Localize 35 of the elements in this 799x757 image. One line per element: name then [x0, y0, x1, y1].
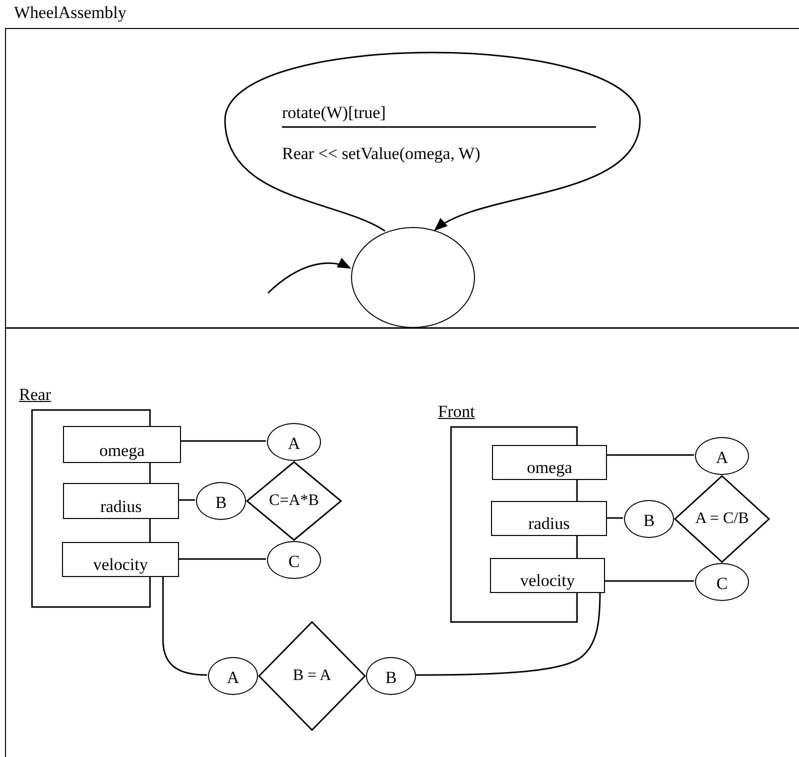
constraint-label: A = C/B [695, 510, 749, 528]
connector-line [606, 517, 623, 519]
connector-line [178, 499, 195, 501]
attribute-box: omega [492, 445, 607, 480]
port-ellipse: B [196, 482, 246, 520]
constraint-diamond [246, 461, 342, 541]
constraint-diamond [258, 621, 366, 731]
transition-arrow [224, 52, 641, 232]
attribute-box: radius [63, 483, 179, 519]
constraint-label: B = A [292, 667, 332, 685]
connector-line [180, 440, 266, 442]
port-ellipse: C [267, 541, 321, 579]
port-ellipse: A [267, 423, 321, 461]
part-title: Rear [19, 385, 52, 405]
part-title: Front [438, 402, 475, 422]
connector-line [415, 592, 601, 676]
attribute-box: velocity [62, 542, 179, 577]
constraint-label: C=A*B [269, 492, 319, 510]
connector-line [604, 580, 694, 582]
attribute-box: omega [63, 426, 181, 463]
port-ellipse: A [695, 437, 749, 475]
connector-line [178, 558, 266, 560]
connector-line [606, 454, 694, 456]
port-ellipse: B [366, 657, 416, 695]
action-label: Rear << setValue(omega, W) [282, 144, 480, 164]
attribute-box: velocity [490, 558, 605, 593]
port-ellipse: B [624, 500, 674, 538]
port-ellipse: A [208, 657, 258, 695]
connector-line [162, 576, 208, 676]
transition-label: rotate(W)[true] [282, 103, 386, 123]
port-ellipse: C [695, 563, 749, 601]
attribute-box: radius [491, 501, 607, 536]
transition-arrow [268, 258, 352, 294]
constraint-diamond [674, 475, 770, 563]
block-title: WheelAssembly [14, 3, 126, 23]
